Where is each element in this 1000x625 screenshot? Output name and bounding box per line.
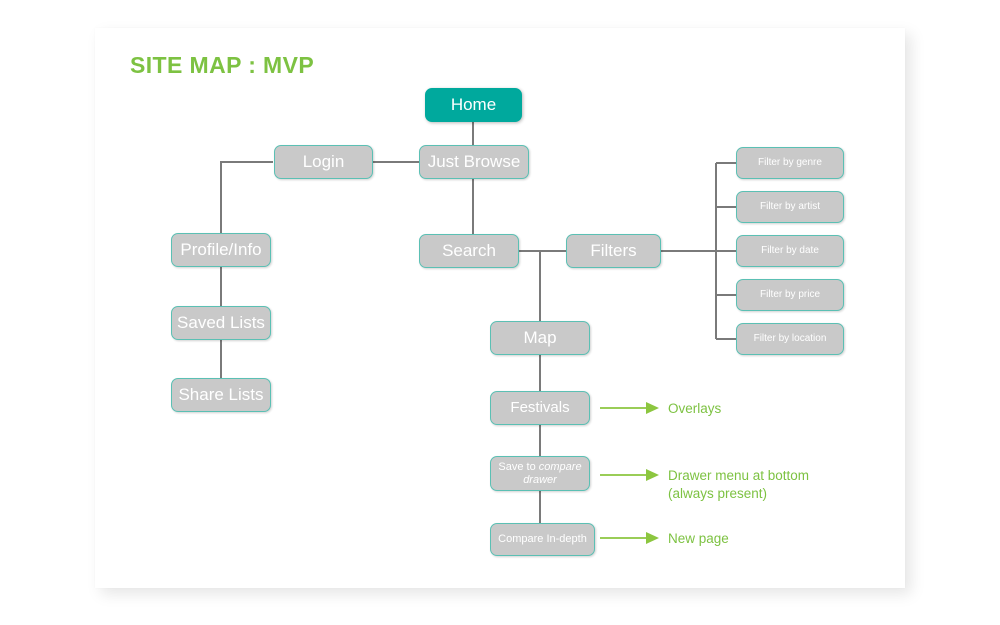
node-filter-by-date[interactable]: Filter by date <box>736 235 844 267</box>
node-save-to-compare-drawer[interactable]: Save to compare drawer <box>490 456 590 491</box>
node-search-label: Search <box>442 241 496 261</box>
node-login-label: Login <box>302 152 345 172</box>
node-login[interactable]: Login <box>274 145 373 179</box>
node-filter-by-price-label: Filter by price <box>759 289 820 301</box>
node-festivals[interactable]: Festivals <box>490 391 590 425</box>
node-filter-by-artist[interactable]: Filter by artist <box>736 191 844 223</box>
node-just-browse-label: Just Browse <box>427 152 521 172</box>
node-filter-by-date-label: Filter by date <box>761 245 819 257</box>
node-map[interactable]: Map <box>490 321 590 355</box>
page-title: SITE MAP : MVP <box>130 52 315 78</box>
node-home-label: Home <box>450 95 497 115</box>
node-filters[interactable]: Filters <box>566 234 661 268</box>
node-saved-lists[interactable]: Saved Lists <box>171 306 271 340</box>
node-home[interactable]: Home <box>425 88 522 122</box>
node-filter-by-genre[interactable]: Filter by genre <box>736 147 844 179</box>
node-filter-by-genre-label: Filter by genre <box>758 157 822 169</box>
node-map-label: Map <box>523 328 557 348</box>
node-save-drawer-label: Save to compare drawer <box>491 461 589 486</box>
node-festivals-label: Festivals <box>510 399 570 417</box>
node-share-lists-label: Share Lists <box>178 385 264 405</box>
node-saved-lists-label: Saved Lists <box>177 313 265 333</box>
node-profile-info[interactable]: Profile/Info <box>171 233 271 267</box>
node-compare-in-depth-label: Compare In-depth <box>498 533 587 546</box>
node-filter-by-price[interactable]: Filter by price <box>736 279 844 311</box>
node-profile-info-label: Profile/Info <box>180 240 262 260</box>
node-share-lists[interactable]: Share Lists <box>171 378 271 412</box>
node-filter-by-location[interactable]: Filter by location <box>736 323 844 355</box>
node-compare-in-depth[interactable]: Compare In-depth <box>490 523 595 556</box>
node-filter-by-location-label: Filter by location <box>753 333 827 345</box>
node-just-browse[interactable]: Just Browse <box>419 145 529 179</box>
node-save-drawer-label-plain: Save to <box>498 460 539 473</box>
node-save-drawer-label-italic: compare drawer <box>523 460 582 486</box>
annotation-new-page: New page <box>668 531 729 546</box>
node-filters-label: Filters <box>590 241 637 261</box>
node-filter-by-artist-label: Filter by artist <box>759 201 820 213</box>
annotation-drawer-menu: Drawer menu at bottom (always present) <box>668 468 810 502</box>
annotation-overlays: Overlays <box>668 401 722 416</box>
node-search[interactable]: Search <box>419 234 519 268</box>
